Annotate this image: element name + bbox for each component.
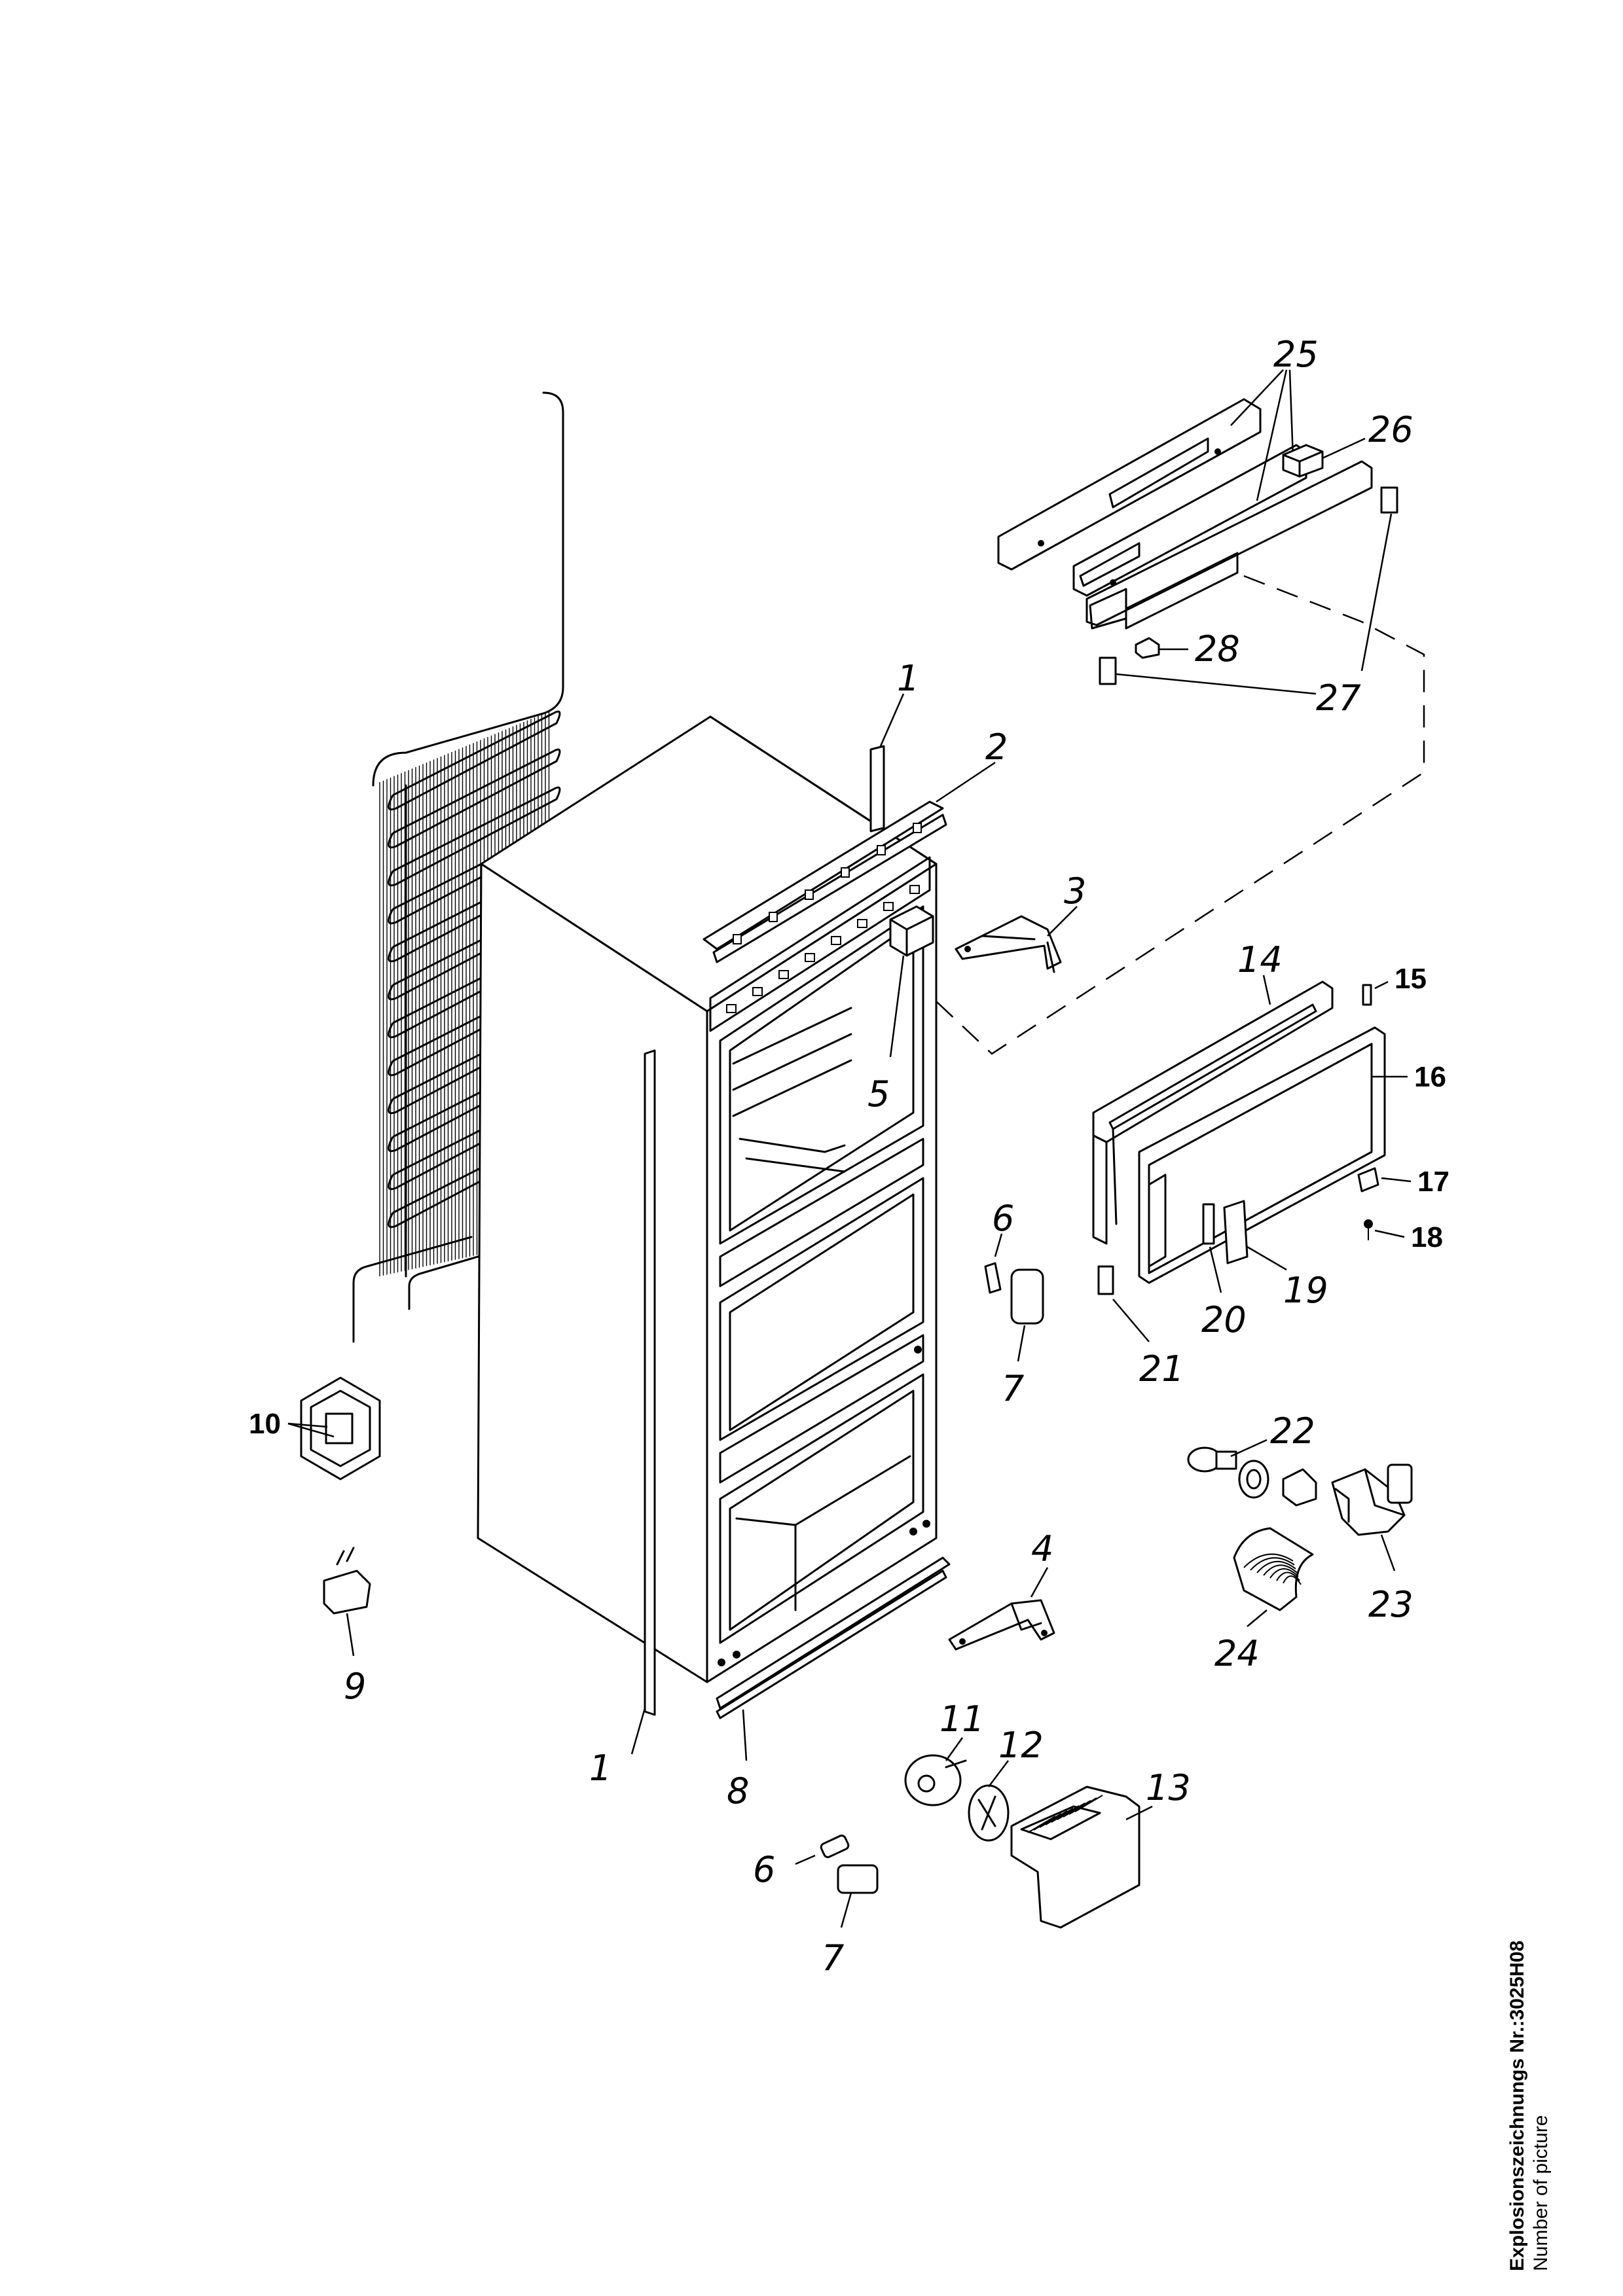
part-6-switch-lower: [795, 1835, 850, 1865]
callout-15: 15: [1395, 963, 1427, 995]
callout-1-bottom: 1: [589, 1748, 611, 1789]
callout-2: 2: [985, 726, 1008, 768]
callout-20: 20: [1201, 1299, 1247, 1340]
part-26-rail-clip: [1282, 437, 1366, 478]
part-9-mounting-clip: [323, 1547, 371, 1657]
callout-1-top: 1: [897, 658, 919, 699]
callout-7-upper: 7: [1002, 1368, 1024, 1409]
callout-23: 23: [1368, 1584, 1413, 1625]
part-7-cover-lower: [837, 1864, 879, 1928]
callout-9: 9: [344, 1666, 366, 1707]
assembly-dashed-line: [936, 575, 1425, 1055]
callout-6-upper: 6: [992, 1198, 1014, 1239]
callout-18: 18: [1411, 1221, 1443, 1253]
callout-17: 17: [1417, 1166, 1450, 1198]
callout-7-lower: 7: [822, 1937, 844, 1979]
part-8-bottom-trim: [716, 1556, 951, 1761]
part-5-thermostat-housing: [889, 905, 934, 1058]
part-13-control-cover: [1010, 1785, 1153, 1929]
part-7-cover-upper: [1010, 1268, 1044, 1362]
part-1-seal-strip-left: [630, 1049, 656, 1755]
callout-13: 13: [1146, 1767, 1191, 1808]
callout-6-lower: 6: [753, 1849, 775, 1890]
part-6-switch-upper: [984, 1233, 1003, 1294]
callout-26: 26: [1368, 409, 1413, 450]
part-10-relay-box: [287, 1376, 381, 1480]
callout-22: 22: [1270, 1410, 1315, 1452]
part-16-freezer-door: [1138, 1026, 1408, 1284]
callout-16: 16: [1414, 1061, 1446, 1093]
part-28-small-clip: [1135, 637, 1188, 659]
part-27-end-caps: [1099, 486, 1398, 695]
callout-8: 8: [727, 1770, 749, 1812]
part-3-upper-hinge: [955, 906, 1078, 973]
part-14-door-gasket: [1092, 975, 1334, 1245]
part-11-thermostat-knob: [904, 1737, 967, 1806]
part-12-knob-insert: [968, 1760, 1010, 1842]
part-22-lamp-bulb: [1187, 1439, 1267, 1473]
part-25-door-rails: [997, 369, 1373, 630]
part-20-hinge-pin: [1202, 1203, 1222, 1293]
callout-27: 27: [1316, 677, 1361, 719]
part-4-lower-hinge: [948, 1567, 1055, 1651]
callout-14: 14: [1237, 939, 1283, 980]
part-15-pin: [1362, 980, 1389, 1006]
callout-5: 5: [867, 1073, 890, 1115]
callout-25: 25: [1273, 334, 1319, 375]
part-23-lamp-cover: [1331, 1463, 1413, 1571]
callout-10: 10: [249, 1408, 281, 1440]
callout-11: 11: [939, 1698, 985, 1740]
callout-24: 24: [1214, 1633, 1260, 1674]
part-2-top-rail: [702, 761, 996, 963]
callout-19: 19: [1283, 1270, 1328, 1311]
callout-4: 4: [1031, 1528, 1053, 1570]
drawing-number-label: Number of picture: [1530, 2115, 1552, 2271]
callout-labels: 1 1 2 3 4 5 6 6 7 7 8 9 10 11 12 13 14 1…: [249, 334, 1450, 1979]
part-1-seal-strip-top: [869, 693, 905, 833]
callout-21: 21: [1139, 1348, 1184, 1390]
part-18-screw: [1364, 1219, 1405, 1240]
callout-3: 3: [1064, 870, 1086, 912]
drawing-number: Explosionszeichnungs Nr.:3025H08: [1506, 1940, 1528, 2271]
part-17-latch: [1357, 1167, 1412, 1193]
callout-28: 28: [1195, 628, 1240, 670]
callout-12: 12: [998, 1725, 1044, 1766]
part-19-door-handle: [1223, 1200, 1287, 1271]
part-22-lamp-socket-ring: [1238, 1460, 1317, 1507]
part-21-bracket: [1097, 1265, 1150, 1342]
part-24-lamp-shade: [1233, 1527, 1314, 1627]
